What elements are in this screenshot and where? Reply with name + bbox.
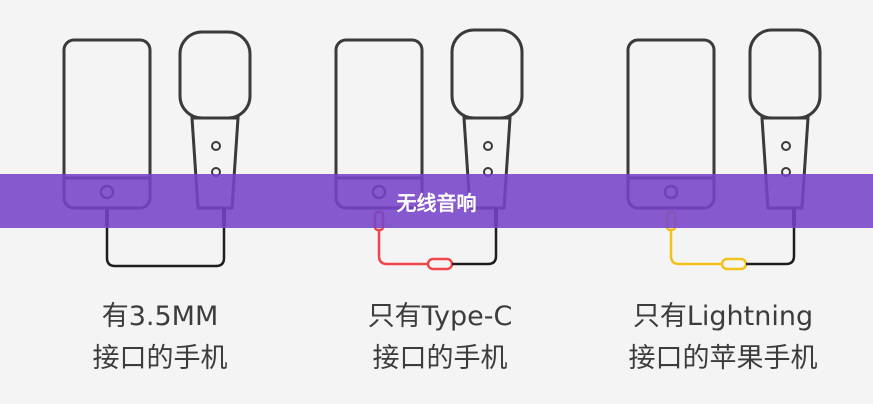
speaker-button-icon (211, 141, 221, 151)
panel-3-5mm (62, 30, 252, 268)
panel-label-3-5mm: 有3.5MM 接口的手机 (30, 296, 290, 380)
panel-lightning (626, 28, 822, 271)
cable (669, 230, 722, 266)
panel-type-c (334, 28, 524, 271)
banner-title: 无线音响 (396, 190, 477, 215)
speaker-head (748, 28, 822, 120)
label-line-1: 只有Type-C (367, 301, 513, 332)
panel-label-type-c: 只有Type-C 接口的手机 (310, 296, 570, 380)
cable (746, 226, 796, 266)
label-line-2: 接口的手机 (372, 343, 508, 374)
speaker-head (178, 30, 252, 120)
speaker-button-icon (781, 141, 791, 151)
cable (377, 230, 428, 266)
adapter (720, 257, 748, 271)
cable (105, 226, 226, 268)
adapter (426, 257, 454, 271)
speaker-head (450, 28, 524, 120)
panel-label-lightning: 只有Lightning 接口的苹果手机 (588, 296, 858, 380)
label-line-2: 接口的苹果手机 (628, 343, 818, 374)
speaker-button-icon (483, 141, 493, 151)
label-line-2: 接口的手机 (92, 343, 228, 374)
title-banner: 无线音响 (0, 174, 873, 228)
cable (452, 226, 498, 266)
label-line-1: 只有Lightning (632, 301, 814, 332)
label-line-1: 有3.5MM (101, 301, 219, 332)
